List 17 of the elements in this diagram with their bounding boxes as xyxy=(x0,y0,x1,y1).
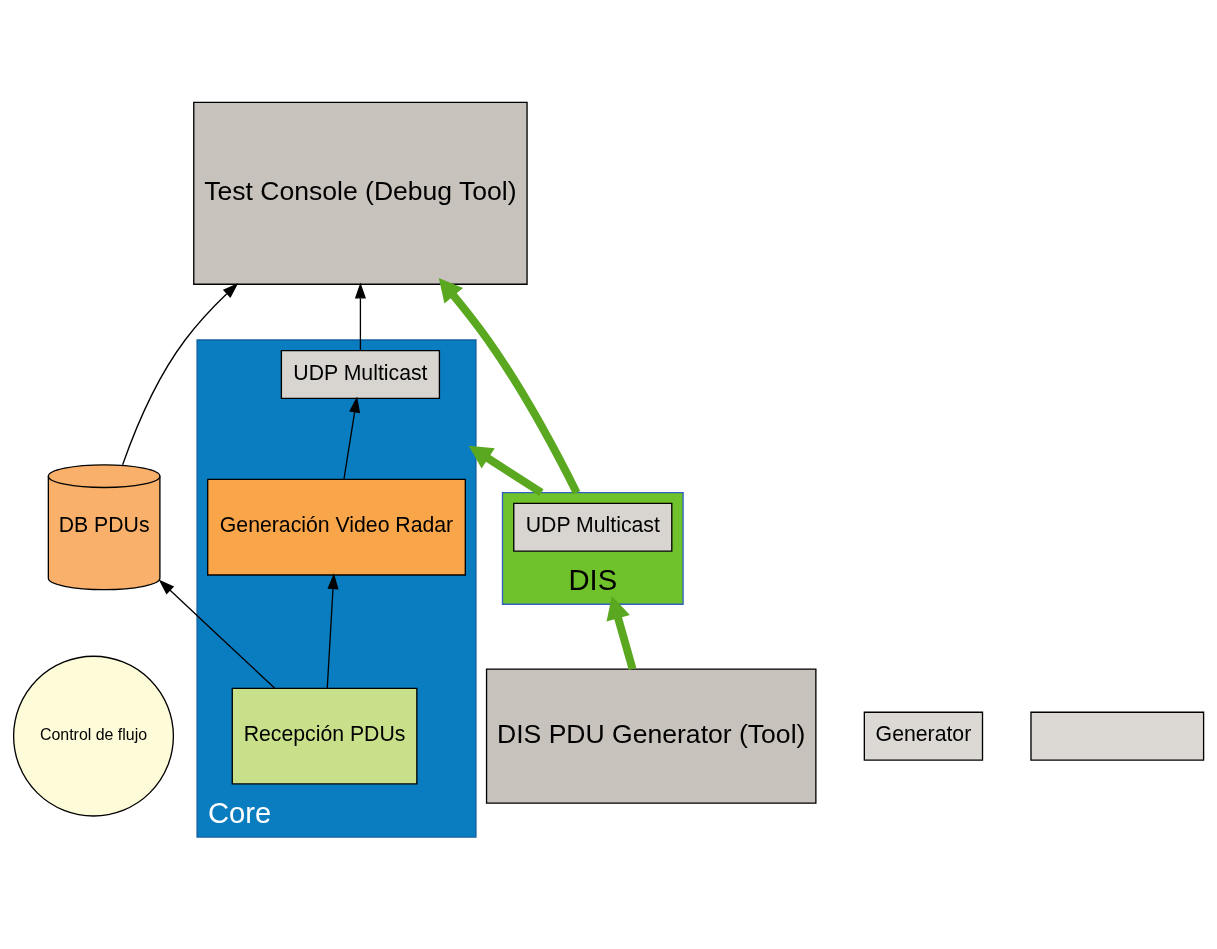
arrow xyxy=(121,282,239,465)
node-box: UDP Multicast xyxy=(513,502,673,552)
arrow xyxy=(468,445,544,496)
node-box: Recepción PDUs xyxy=(231,687,418,785)
node-box xyxy=(1030,711,1205,761)
arrow xyxy=(606,595,637,670)
node-circle: Control de flujo xyxy=(12,655,175,817)
node-box: UDP Multicast xyxy=(280,349,441,399)
node-box: Generator xyxy=(863,711,984,761)
arrow xyxy=(158,579,276,689)
node-box: Generación Video Radar xyxy=(207,478,466,576)
arrow xyxy=(326,572,339,689)
arrow xyxy=(438,277,581,494)
arrow xyxy=(354,282,366,351)
node-box: DIS PDU Generator (Tool) xyxy=(485,667,817,804)
node-box: Test Console (Debug Tool) xyxy=(193,101,528,285)
arrow xyxy=(343,396,361,480)
